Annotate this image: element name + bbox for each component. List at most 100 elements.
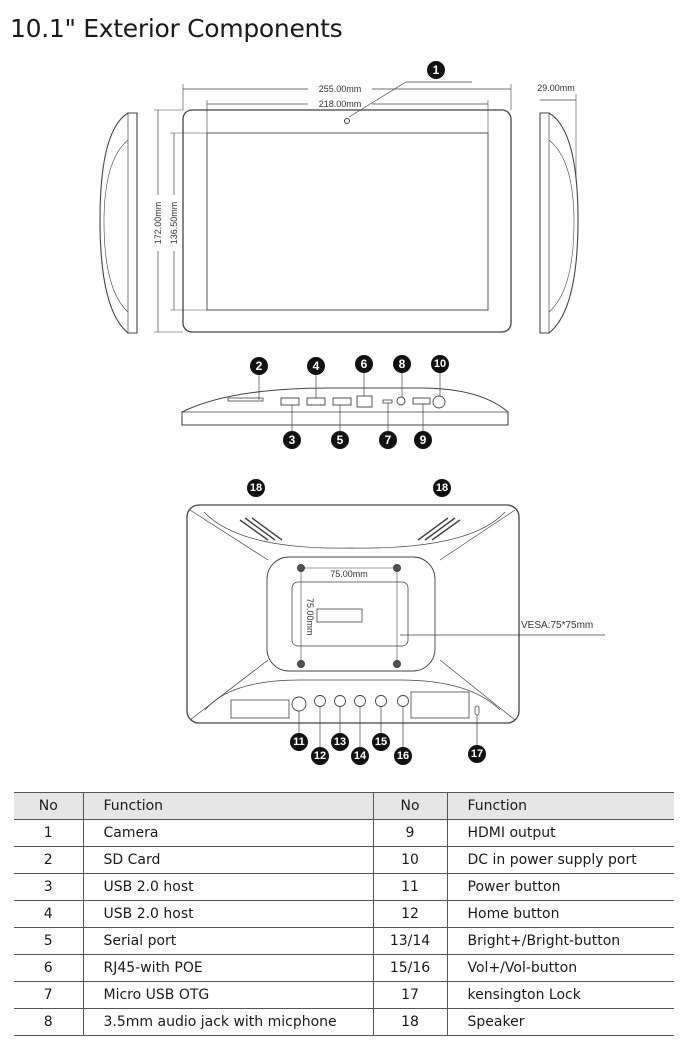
svg-text:2: 2 xyxy=(256,359,263,373)
marker-14: 14 xyxy=(351,747,369,765)
svg-text:18: 18 xyxy=(436,482,448,494)
marker-16: 16 xyxy=(394,747,412,765)
dim-vesa-v: 75.00mm xyxy=(305,598,315,636)
svg-text:8: 8 xyxy=(399,357,406,371)
marker-5: 5 xyxy=(331,431,349,449)
cell-function: Micro USB OTG xyxy=(82,981,373,1009)
dim-vesa-h: 75.00mm xyxy=(330,569,368,579)
marker-7: 7 xyxy=(379,431,397,449)
cell-function: Camera xyxy=(82,819,373,847)
marker-6: 6 xyxy=(355,355,373,373)
marker-8: 8 xyxy=(393,355,411,373)
marker-13: 13 xyxy=(331,733,349,751)
cell-no: 5 xyxy=(14,927,83,955)
cell-function: SD Card xyxy=(82,846,373,874)
cell-no: 2 xyxy=(14,846,83,874)
cell-no: 18 xyxy=(372,1008,447,1036)
header-function: Function xyxy=(446,792,674,820)
cell-function: RJ45-with POE xyxy=(82,954,373,982)
cell-no: 12 xyxy=(372,900,447,928)
page-title: 10.1" Exterior Components xyxy=(10,14,343,43)
dim-width-outer: 255.00mm xyxy=(319,84,362,94)
cell-function: Speaker xyxy=(446,1008,674,1036)
svg-text:17: 17 xyxy=(471,748,483,760)
speaker-grille-right xyxy=(417,517,461,541)
svg-text:18: 18 xyxy=(250,482,262,494)
speaker-grille-left xyxy=(239,517,283,541)
cell-function: USB 2.0 host xyxy=(82,900,373,928)
marker-12: 12 xyxy=(311,747,329,765)
cell-function: HDMI output xyxy=(446,819,674,847)
dim-depth: 29.00mm xyxy=(537,83,575,93)
cell-function: Power button xyxy=(446,873,674,901)
header-no: No xyxy=(372,792,447,820)
cell-no: 7 xyxy=(14,981,83,1009)
cell-function: DC in power supply port xyxy=(446,846,674,874)
header-no: No xyxy=(14,792,83,820)
marker-11: 11 xyxy=(290,733,308,751)
cell-no: 17 xyxy=(372,981,447,1009)
camera-icon xyxy=(344,118,350,124)
marker-17: 17 xyxy=(468,745,486,763)
cell-function: 3.5mm audio jack with micphone xyxy=(82,1008,373,1036)
dim-height-screen: 136.50mm xyxy=(169,202,179,245)
svg-text:7: 7 xyxy=(385,433,392,447)
svg-text:11: 11 xyxy=(293,736,305,748)
marker-1: 1 xyxy=(427,61,445,79)
marker-10: 10 xyxy=(431,355,449,373)
front-view: 255.00mm 218.00mm 172.00mm 136.50mm xyxy=(153,81,512,333)
cell-no: 9 xyxy=(372,819,447,847)
cell-function: USB 2.0 host xyxy=(82,873,373,901)
svg-text:1: 1 xyxy=(433,63,440,77)
cell-no: 3 xyxy=(14,873,83,901)
cell-function: Vol+/Vol-button xyxy=(446,954,674,982)
cell-no: 8 xyxy=(14,1008,83,1036)
cell-no: 10 xyxy=(372,846,447,874)
svg-text:16: 16 xyxy=(397,750,409,762)
marker-18-right: 18 xyxy=(433,479,451,497)
svg-text:5: 5 xyxy=(337,433,344,447)
right-side-view: 29.00mm xyxy=(537,83,579,334)
svg-text:13: 13 xyxy=(334,736,346,748)
svg-text:12: 12 xyxy=(314,750,326,762)
marker-9: 9 xyxy=(414,431,432,449)
marker-2: 2 xyxy=(250,357,268,375)
ports-view xyxy=(181,387,509,426)
cell-function: kensington Lock xyxy=(446,981,674,1009)
marker-18-left: 18 xyxy=(247,479,265,497)
cell-no: 4 xyxy=(14,900,83,928)
marker-4: 4 xyxy=(307,357,325,375)
svg-text:15: 15 xyxy=(375,736,387,748)
marker-15: 15 xyxy=(372,733,390,751)
svg-text:4: 4 xyxy=(313,359,320,373)
svg-text:3: 3 xyxy=(289,433,296,447)
left-side-view xyxy=(99,112,138,334)
cell-function: Serial port xyxy=(82,927,373,955)
svg-text:10: 10 xyxy=(434,358,446,370)
svg-text:14: 14 xyxy=(354,750,367,762)
dim-width-screen: 218.00mm xyxy=(319,99,362,109)
cell-no: 6 xyxy=(14,954,83,982)
exterior-diagram: 255.00mm 218.00mm 172.00mm 136.50mm 29.0… xyxy=(99,61,605,765)
header-function: Function xyxy=(82,792,373,820)
dim-height-outer: 172.00mm xyxy=(153,202,163,245)
vesa-label: VESA:75*75mm xyxy=(521,620,593,631)
cell-function: Bright+/Bright-button xyxy=(446,927,674,955)
cell-no: 13/14 xyxy=(372,927,447,955)
svg-text:9: 9 xyxy=(420,433,427,447)
back-view: 75.00mm 75.00mm VESA:75*75mm xyxy=(186,366,605,747)
cell-function: Home button xyxy=(446,900,674,928)
cell-no: 1 xyxy=(14,819,83,847)
svg-text:6: 6 xyxy=(361,357,368,371)
marker-3: 3 xyxy=(283,431,301,449)
cell-no: 15/16 xyxy=(372,954,447,982)
